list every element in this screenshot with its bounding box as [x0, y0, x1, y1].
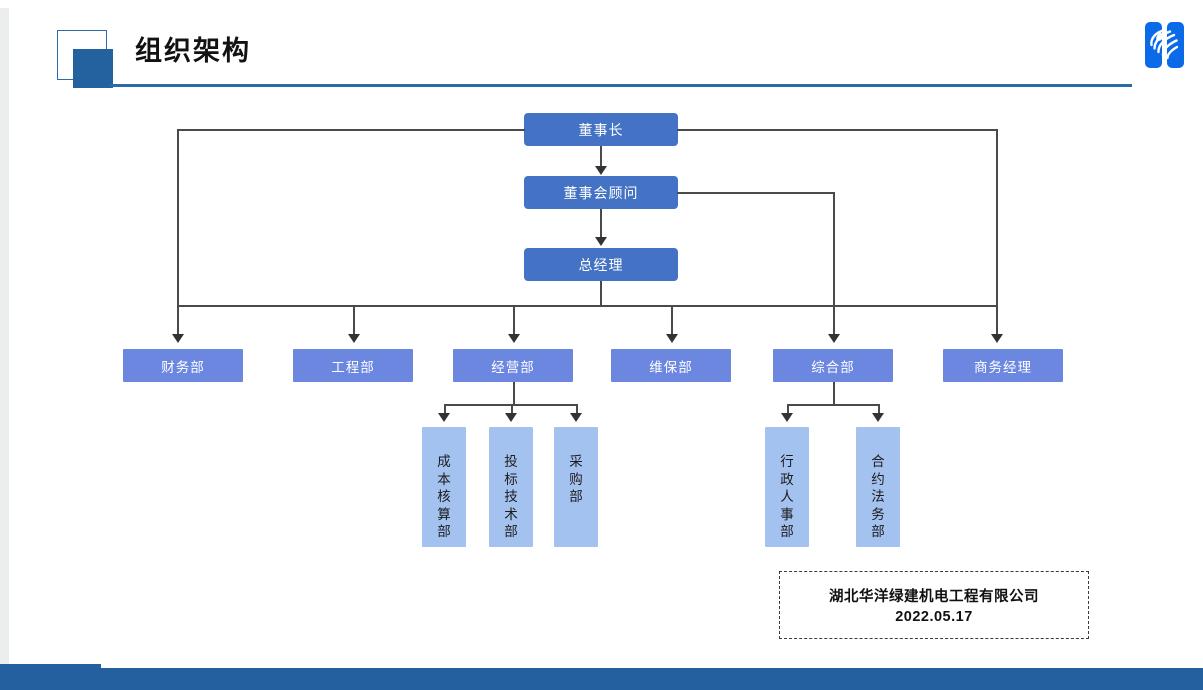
node-admin-hr-dept[interactable]: 行政人事部	[765, 427, 809, 547]
node-contract-legal-dept[interactable]: 合约法务部	[856, 427, 900, 547]
edge-general-affairs-sub-bus	[787, 404, 879, 406]
edge-chairman-right-bus	[677, 129, 997, 131]
node-label: 成本核算部	[437, 454, 451, 539]
node-engineering-dept[interactable]: 工程部	[293, 349, 413, 382]
slide-top-margin	[0, 0, 1203, 8]
node-label: 商务经理	[974, 359, 1032, 375]
company-globe-logo-icon	[1139, 19, 1191, 71]
node-label: 综合部	[811, 359, 855, 375]
edge-arrow	[781, 413, 793, 422]
node-label: 维保部	[649, 359, 693, 375]
node-chairman[interactable]: 董事长	[524, 113, 678, 146]
edge-advisor-general-affairs	[833, 192, 835, 336]
node-label: 合约法务部	[871, 454, 885, 539]
node-label: 工程部	[331, 359, 375, 375]
header-divider-rule	[110, 84, 1132, 87]
edge-arrow	[172, 334, 184, 343]
node-board-advisor[interactable]: 董事会顾问	[524, 176, 678, 209]
slide-bottom-bar	[0, 668, 1203, 690]
edge-arrow	[348, 334, 360, 343]
edge-arrow	[828, 334, 840, 343]
edge-arrow	[872, 413, 884, 422]
edge-department-bus	[177, 305, 997, 307]
edge-operations-sub-bus	[444, 404, 576, 406]
slide-bottom-bar-notch	[0, 664, 101, 668]
edge-advisor-right-bus	[677, 192, 834, 194]
node-maintenance-dept[interactable]: 维保部	[611, 349, 731, 382]
edge-operations-procurement	[576, 404, 578, 415]
edge-operations-cost	[444, 404, 446, 415]
edge-ga-admin-hr	[787, 404, 789, 415]
edge-arrow	[991, 334, 1003, 343]
node-label: 董事长	[578, 121, 624, 138]
node-finance-dept[interactable]: 财务部	[123, 349, 243, 382]
edge-arrow	[595, 237, 607, 246]
stamp-company-name: 湖北华洋绿建机电工程有限公司	[829, 589, 1039, 605]
company-stamp: 湖北华洋绿建机电工程有限公司 2022.05.17	[779, 571, 1089, 639]
node-cost-accounting-dept[interactable]: 成本核算部	[422, 427, 466, 547]
page-title: 组织架构	[135, 36, 251, 66]
edge-chairman-advisor	[600, 146, 602, 168]
node-general-manager[interactable]: 总经理	[524, 248, 678, 281]
edge-chairman-finance	[177, 129, 179, 336]
node-general-affairs-dept[interactable]: 综合部	[773, 349, 893, 382]
edge-chairman-business-manager	[996, 129, 998, 336]
node-label: 经营部	[491, 359, 535, 375]
node-label: 采购部	[569, 454, 583, 504]
edge-advisor-gm	[600, 209, 602, 238]
node-procurement-dept[interactable]: 采购部	[554, 427, 598, 547]
edge-arrow	[505, 413, 517, 422]
node-operations-dept[interactable]: 经营部	[453, 349, 573, 382]
edge-arrow	[666, 334, 678, 343]
edge-operations-drop	[513, 382, 515, 405]
edge-ga-contract-legal	[878, 404, 880, 415]
edge-arrow	[438, 413, 450, 422]
edge-bus-operations	[513, 305, 515, 336]
edge-bus-maintenance	[671, 305, 673, 336]
node-label: 董事会顾问	[563, 184, 639, 201]
node-bidding-tech-dept[interactable]: 投标技术部	[489, 427, 533, 547]
edge-arrow	[595, 166, 607, 175]
edge-bus-engineering	[353, 305, 355, 336]
slide-left-margin	[0, 0, 9, 690]
node-label: 投标技术部	[504, 454, 518, 539]
edge-arrow	[570, 413, 582, 422]
node-business-manager[interactable]: 商务经理	[943, 349, 1063, 382]
header-filled-square	[73, 49, 113, 88]
edge-chairman-left-bus	[177, 129, 525, 131]
stamp-date: 2022.05.17	[895, 609, 973, 625]
edge-arrow	[508, 334, 520, 343]
node-label: 总经理	[578, 256, 624, 273]
node-label: 行政人事部	[780, 454, 794, 539]
edge-operations-bidding	[511, 404, 513, 415]
edge-gm-drop	[600, 281, 602, 306]
node-label: 财务部	[161, 359, 205, 375]
edge-general-affairs-drop	[833, 382, 835, 405]
